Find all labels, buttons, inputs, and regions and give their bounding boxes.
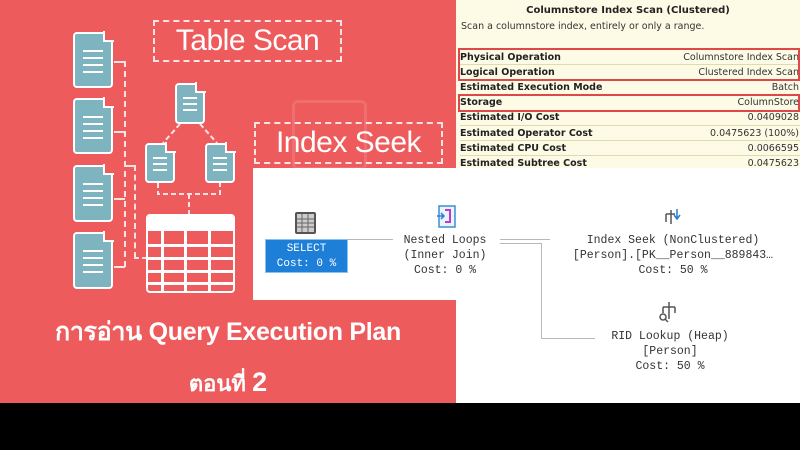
property-row: Estimated CPU Cost 0.0066595	[460, 141, 800, 157]
index-seek-object: [Person].[PK__Person__889843…	[572, 249, 774, 262]
index-seek-cost: Cost: 50 %	[638, 264, 708, 277]
index-seek-node[interactable]: Index Seek (NonClustered) [Person].[PK__…	[548, 233, 798, 278]
property-value: ColumnStore	[737, 97, 800, 109]
connector-line	[124, 165, 134, 167]
plan-connector	[541, 243, 542, 338]
plan-connector	[541, 338, 595, 339]
rid-lookup-node[interactable]: RID Lookup (Heap) [Person] Cost: 50 %	[585, 329, 755, 374]
plan-connector	[348, 239, 393, 240]
select-node-icon	[295, 212, 316, 234]
property-key: Storage	[460, 97, 503, 109]
document-icon	[73, 164, 114, 222]
table-grid-icon	[146, 214, 235, 293]
index-tree-connectors	[157, 123, 221, 214]
property-key: Logical Operation	[460, 66, 555, 78]
document-icon	[73, 97, 114, 154]
select-node[interactable]: SELECT Cost: 0 %	[265, 239, 348, 273]
nested-loops-cost: Cost: 0 %	[413, 264, 477, 277]
connector-line	[114, 198, 125, 200]
index-tree-leaf-icon	[145, 142, 176, 183]
operator-properties-tooltip: Columnstore Index Scan (Clustered) Scan …	[456, 0, 800, 172]
index-seek-label: Index Seek	[254, 122, 443, 164]
table-scan-label: Table Scan	[153, 20, 342, 62]
property-value: Clustered Index Scan	[698, 66, 799, 78]
property-key: Estimated CPU Cost	[460, 142, 566, 154]
document-icon	[73, 231, 114, 289]
property-value: 0.0066595	[747, 142, 799, 154]
property-key: Estimated Operator Cost	[460, 127, 593, 139]
rid-lookup-icon	[657, 301, 681, 325]
property-row: Physical Operation Columnstore Index Scan	[460, 50, 800, 66]
property-value: 0.0475623 (100%)	[710, 127, 799, 139]
rid-lookup-object: [Person]	[642, 345, 698, 358]
connector-line	[124, 61, 126, 267]
index-tree-leaf-icon	[205, 142, 236, 183]
connector-line	[114, 61, 125, 63]
tooltip-title: Columnstore Index Scan (Clustered)	[526, 5, 730, 16]
property-key: Physical Operation	[460, 51, 561, 63]
plan-connector	[500, 243, 541, 244]
property-value: 0.0409028	[747, 112, 799, 124]
page-subtitle: ตอนที่ 2	[0, 366, 456, 401]
index-seek-text: Index Seek	[275, 126, 422, 159]
select-node-label: SELECT	[286, 243, 327, 255]
property-row: Estimated I/O Cost 0.0409028	[460, 111, 800, 126]
connector-line	[134, 257, 147, 259]
property-value: Batch	[771, 81, 799, 93]
index-tree-root-icon	[175, 82, 206, 124]
highlight-storage-row	[458, 94, 800, 112]
select-node-cost: Cost: 0 %	[276, 258, 337, 270]
execution-plan-panel	[253, 168, 800, 300]
connector-line	[134, 165, 136, 258]
nested-loops-node[interactable]: Nested Loops (Inner Join) Cost: 0 %	[385, 233, 505, 278]
property-key: Estimated Subtree Cost	[460, 157, 587, 169]
document-icon	[73, 31, 114, 88]
property-value: 0.0475623	[747, 157, 799, 169]
nested-loops-label: Nested Loops	[403, 234, 487, 247]
property-rows: Physical Operation Columnstore Index Scan…	[460, 50, 800, 172]
highlight-operation-rows	[458, 48, 800, 81]
subtitle-prefix: ตอนที่	[188, 371, 246, 396]
connector-line	[114, 131, 125, 133]
nested-loops-join-type: (Inner Join)	[403, 249, 487, 262]
rid-lookup-label: RID Lookup (Heap)	[611, 330, 729, 343]
index-seek-icon	[664, 206, 682, 228]
property-key: Estimated I/O Cost	[460, 112, 560, 124]
page-title: การอ่าน Query Execution Plan	[54, 318, 401, 346]
execution-plan-panel-lower	[456, 298, 800, 403]
table-scan-text: Table Scan	[175, 24, 320, 57]
letterbox-bar	[0, 403, 800, 450]
plan-connector	[500, 239, 550, 240]
rid-lookup-cost: Cost: 50 %	[635, 360, 705, 373]
property-row: Estimated Operator Cost 0.0475623 (100%)	[460, 126, 800, 142]
property-value: Columnstore Index Scan	[683, 51, 799, 63]
index-seek-label: Index Seek (NonClustered)	[586, 234, 760, 247]
tooltip-description: Scan a columnstore index, entirely or on…	[461, 21, 705, 32]
property-key: Estimated Execution Mode	[460, 81, 603, 93]
nested-loops-icon	[437, 205, 457, 228]
connector-line	[114, 266, 125, 268]
episode-number: 2	[252, 367, 268, 397]
